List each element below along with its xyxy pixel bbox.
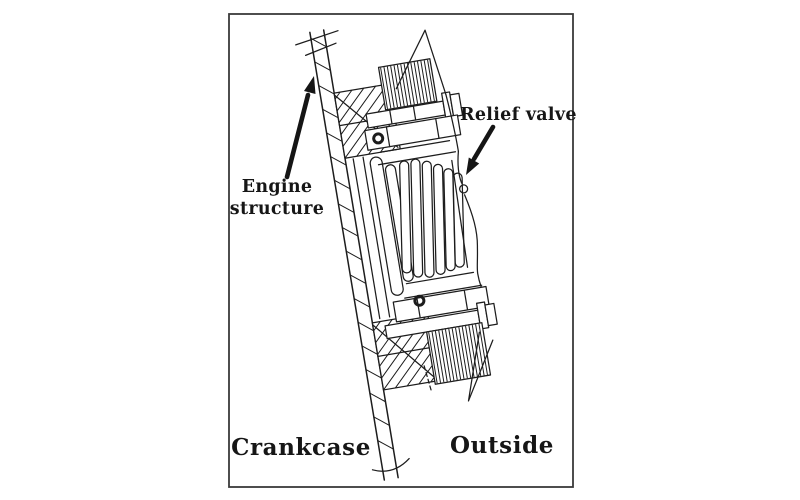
spring-coil [432,163,446,275]
o-ring-upper [372,132,385,145]
spring-coil [410,158,424,278]
o-ring-lower [413,294,426,307]
spring-coil [421,160,435,278]
arrow-up-icon [304,76,316,94]
thread-hatch-lower [428,323,488,384]
centerline [423,365,432,392]
crankcase-label: Crankcase [231,434,371,461]
outside-label: Outside [450,432,554,459]
engine-structure-label-line2: structure [230,199,324,219]
spring-coil [452,172,465,268]
housing-knuckle [459,184,469,194]
relief-valve-arrow [471,124,496,162]
splash-deflector-upper [395,29,447,96]
valve-assembly [295,29,498,481]
spring-coil [399,160,412,274]
wall-hatching [310,37,394,450]
annotations: Engine structure Relief valve Crankcase … [230,76,577,461]
stud-lower [384,301,498,385]
flange-upper [364,114,462,151]
mounting-sleeve [352,156,391,320]
flange-lower [392,285,490,323]
valve-spring [399,158,465,278]
hood-edge [445,93,460,152]
engine-structure-arrow [284,92,311,180]
relief-valve-label: Relief valve [460,105,577,125]
splash-deflector-lower [467,331,494,402]
arrow-down-left-icon [466,157,480,175]
engine-structure-label-line1: Engine [242,177,313,197]
